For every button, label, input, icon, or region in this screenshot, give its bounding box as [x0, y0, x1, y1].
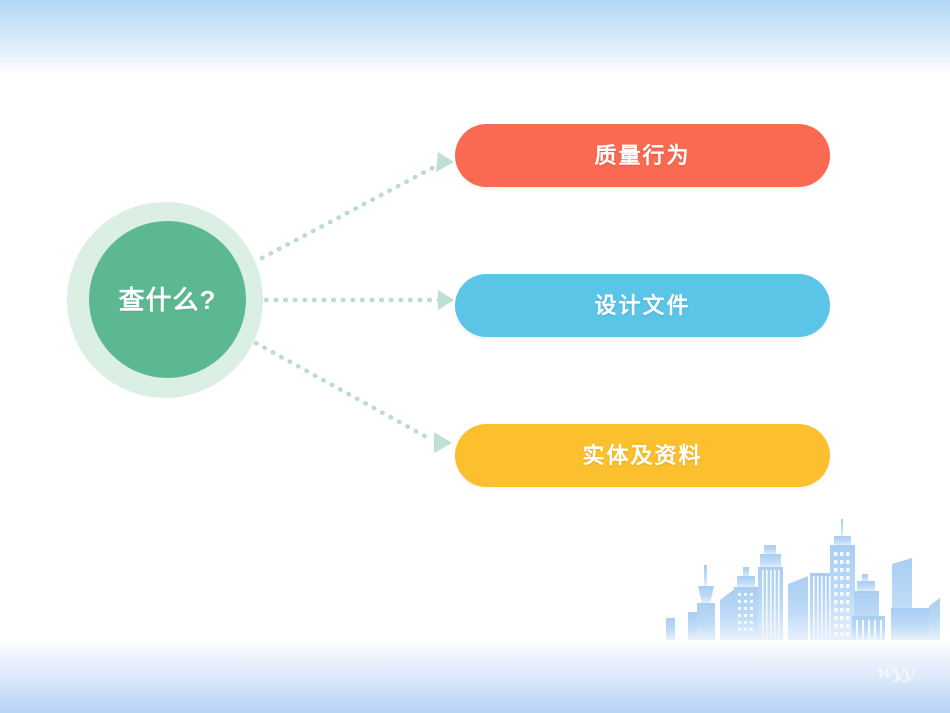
watermark: wyy — [877, 661, 913, 683]
bottom-gradient-band — [0, 640, 950, 713]
connector-arrow-1 — [259, 152, 454, 261]
node-pill-design-documents[interactable]: 设计文件 — [455, 274, 830, 337]
connector-arrow-3 — [253, 340, 452, 453]
node-pill-label: 质量行为 — [594, 142, 691, 168]
top-gradient-band — [0, 0, 950, 74]
connector-arrow-2 — [263, 290, 454, 310]
hub-circle[interactable]: 查什么? — [89, 221, 246, 378]
node-pill-label: 设计文件 — [594, 292, 691, 318]
hub-label: 查什么? — [118, 284, 217, 315]
node-pill-label: 实体及资料 — [582, 442, 703, 468]
node-pill-entity-materials[interactable]: 实体及资料 — [455, 424, 830, 487]
city-skyline-decoration — [640, 508, 950, 642]
node-pill-quality-behavior[interactable]: 质量行为 — [455, 124, 830, 187]
